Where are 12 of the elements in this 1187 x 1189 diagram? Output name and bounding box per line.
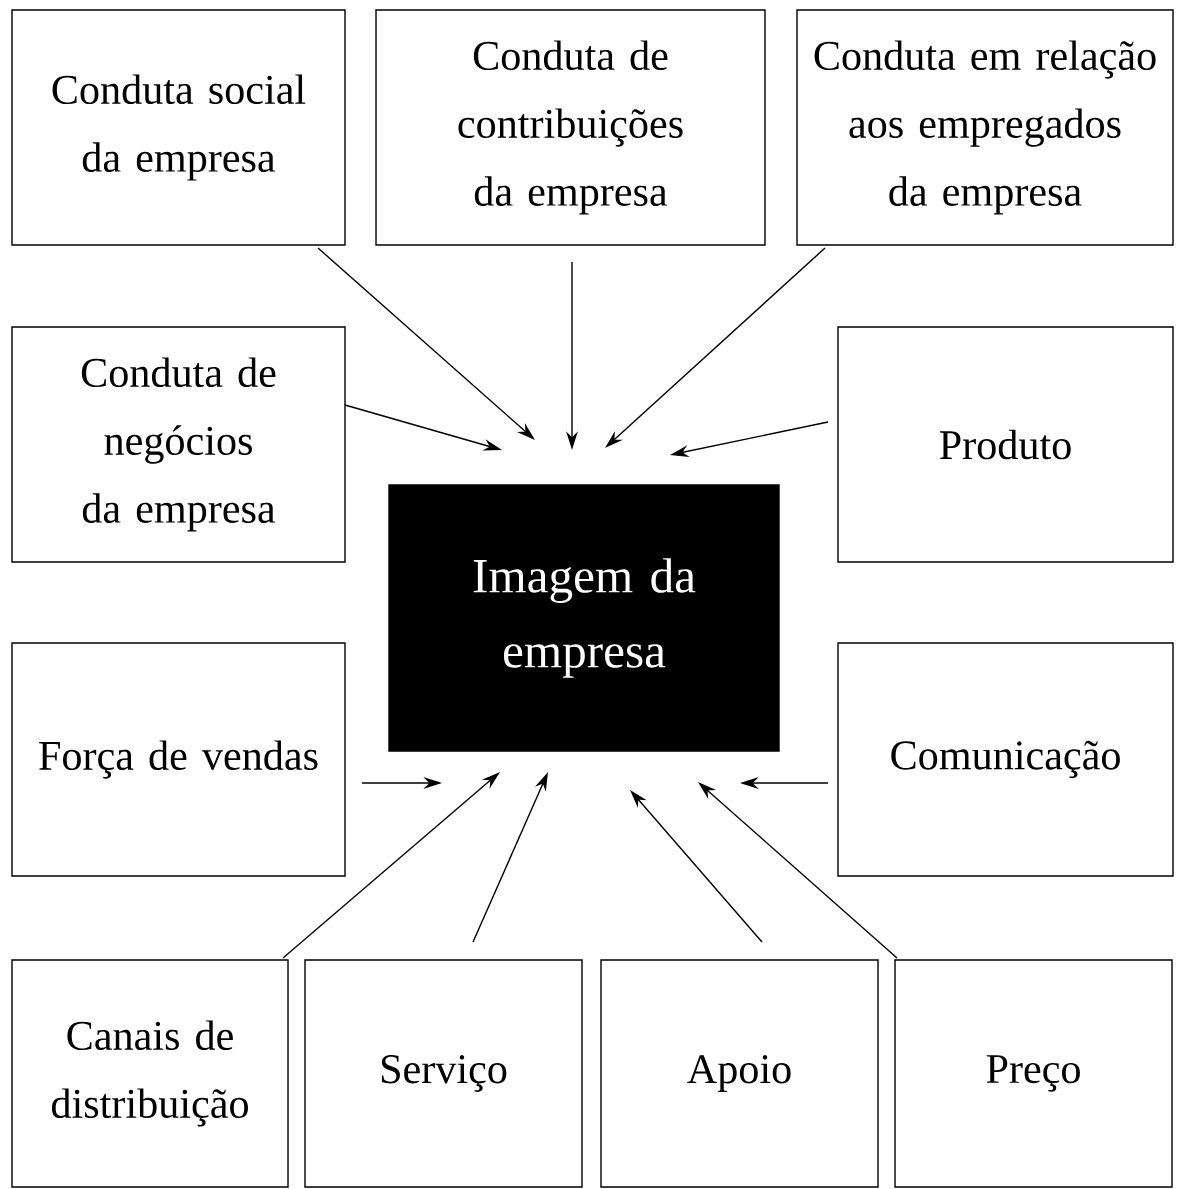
- factor-box: Conduta de contribuições da empresa: [375, 9, 766, 246]
- factor-box: Preço: [894, 959, 1173, 1188]
- factor-box: Comunicação: [837, 642, 1174, 877]
- factor-box: Serviço: [304, 959, 583, 1188]
- central-box: Imagem da empresa: [388, 484, 780, 752]
- factor-box: Canais de distribuição: [11, 959, 289, 1188]
- factor-box: Conduta social da empresa: [11, 9, 346, 246]
- factor-box: Produto: [837, 326, 1174, 563]
- factor-box: Conduta de negócios da empresa: [11, 326, 346, 563]
- factor-box: Apoio: [600, 959, 879, 1188]
- factor-box: Força de vendas: [11, 642, 346, 877]
- factor-box: Conduta em relação aos empregados da empresa: [796, 9, 1174, 246]
